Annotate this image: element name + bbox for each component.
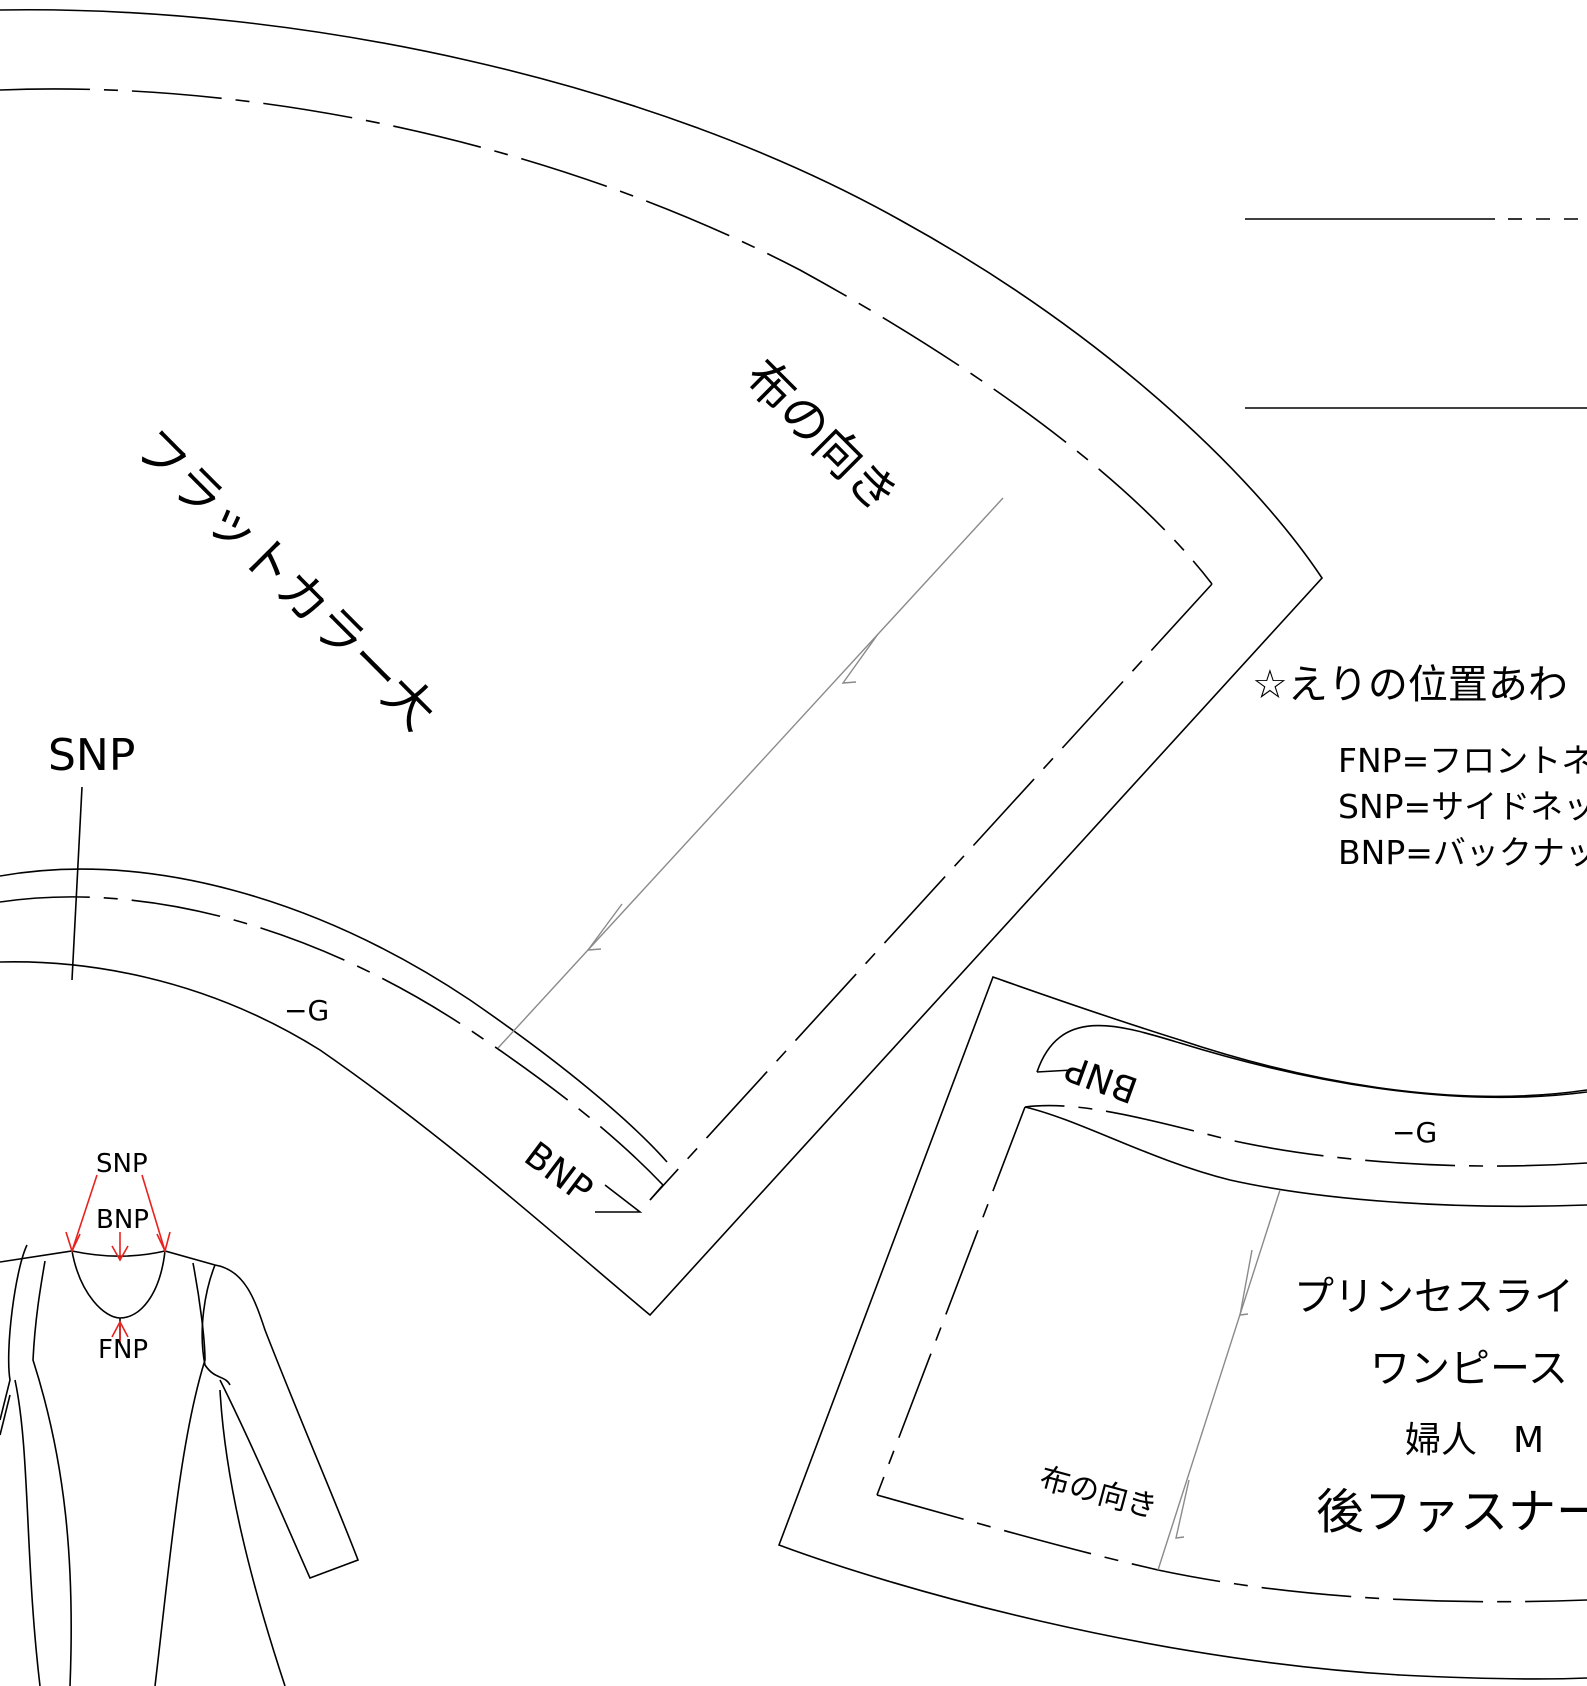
back-piece-info-line-3: 婦人 M [1405, 1420, 1544, 1461]
sketch-arrow-snp-left-head [65, 1231, 81, 1254]
collar-grain-notch-2 [586, 903, 623, 951]
back-piece-neck-cutline [1036, 1024, 1587, 1099]
legend: ☆えりの位置あわ FNP=フロントネ SNP=サイドネッ BNP=バックナッ [1252, 662, 1587, 872]
collar-snp-label: SNP [48, 730, 135, 781]
sketch-arrow-snp-left [71, 1174, 98, 1252]
collar-grain-label: 布の向き [734, 349, 909, 524]
back-piece-grain-notch-1 [1239, 1249, 1253, 1316]
back-collar-piece: BNP −G 布の向き プリンセスライ ワンピース 婦人 M 後ファスナー [777, 975, 1587, 1680]
sketch-left-side [14, 1379, 41, 1686]
collar-outer-cutline [0, 8, 1324, 1317]
legend-line-snp: SNP=サイドネッ [1338, 787, 1587, 826]
collar-end-line-a [649, 1184, 664, 1201]
collar-neck-stitchline [0, 896, 664, 1186]
back-piece-side-stitchline [876, 1106, 1026, 1496]
collar-bnp-label: BNP [517, 1134, 600, 1211]
back-piece-info-line-4: 後ファスナー [1316, 1484, 1587, 1540]
collar-piece: フラットカラー大 布の向き SNP −G BNP [0, 8, 1324, 1317]
back-piece-info-line-2: ワンピース [1370, 1346, 1568, 1392]
legend-line-fnp: FNP=フロントネ [1338, 741, 1587, 780]
back-piece-grainline [1157, 1189, 1281, 1571]
back-piece-inner-cutline [1024, 1106, 1587, 1208]
sketch-seam-right [154, 1262, 206, 1686]
sketch-arrow-snp-right-head [156, 1231, 171, 1254]
back-piece-grain-label: 布の向き [1036, 1461, 1161, 1526]
collar-outer-stitchline [0, 88, 1213, 585]
sketch-shoulder-line [0, 1250, 216, 1266]
collar-grainline [497, 497, 1004, 1049]
legend-line-bnp: BNP=バックナッ [1338, 833, 1587, 872]
back-piece-outer-cutline [777, 975, 1587, 1680]
back-piece-neck-stitchline [1024, 1104, 1587, 1167]
sketch-arrow-fnp-head [111, 1320, 129, 1338]
back-piece-bnp-marker [1036, 1069, 1073, 1073]
sketch-neckline [71, 1250, 166, 1319]
collar-grain-notch-1 [841, 633, 879, 684]
legend-heading: ☆えりの位置あわ [1252, 662, 1568, 708]
sketch-fnp-label: FNP [98, 1335, 148, 1365]
back-piece-bnp-label: BNP [1060, 1046, 1143, 1110]
back-piece-bottom-stitchline [876, 1494, 1587, 1603]
title-box-lines [1245, 218, 1587, 409]
sketch-right-armhole [201, 1264, 231, 1386]
sketch-seam-left [32, 1260, 73, 1686]
back-piece-info-line-1: プリンセスライ [1294, 1274, 1574, 1320]
collar-g-label: −G [284, 994, 329, 1027]
sketch-arrow-bnp-head [111, 1245, 129, 1262]
collar-title: フラットカラー大 [124, 417, 448, 741]
sketch-left-armhole [0, 1244, 28, 1421]
collar-snp-marker [71, 786, 83, 981]
collar-side-stitchline [649, 583, 1213, 1201]
back-piece-g-label: −G [1392, 1116, 1437, 1149]
sketch-arrow-snp-right [141, 1174, 166, 1252]
collar-bnp-marker [595, 1184, 643, 1213]
sketch-right-sleeve [214, 1264, 360, 1580]
back-piece-grain-notch-2 [1175, 1479, 1190, 1539]
sketch-left-sleeve [0, 1394, 11, 1436]
dress-sketch: SNP BNP FNP [0, 1149, 360, 1686]
collar-neck-cutline [0, 868, 668, 1163]
sketch-right-side [219, 1389, 286, 1686]
sketch-snp-label: SNP [96, 1149, 148, 1179]
sketch-bnp-label: BNP [96, 1205, 149, 1235]
